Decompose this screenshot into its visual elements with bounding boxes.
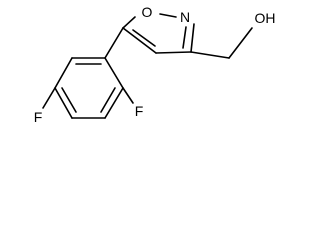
double-bond-inner xyxy=(61,87,77,113)
bond xyxy=(42,87,56,109)
bond xyxy=(104,57,124,89)
isoxazole-ring xyxy=(122,13,195,54)
hydroxyl-label: OH xyxy=(255,10,276,26)
bond xyxy=(104,87,124,119)
double-bond-inner xyxy=(100,87,116,113)
bond xyxy=(54,87,73,119)
bond xyxy=(122,27,157,54)
bond xyxy=(54,57,73,89)
bond xyxy=(190,23,195,53)
bond xyxy=(104,27,124,59)
fluorine-para-label: F xyxy=(34,109,43,125)
double-bond-inner xyxy=(132,29,156,47)
bond xyxy=(122,16,136,29)
bond xyxy=(228,27,253,59)
double-bond-inner xyxy=(182,26,187,49)
bond xyxy=(155,51,192,54)
structure-drawing: O N OH F F xyxy=(34,4,276,125)
benzene-ring xyxy=(54,57,124,119)
molecule-diagram: O N OH F F xyxy=(34,4,276,125)
bond xyxy=(159,13,177,18)
ring-oxygen-label: O xyxy=(142,4,153,20)
bond xyxy=(122,87,134,104)
ring-nitrogen-label: N xyxy=(180,9,190,25)
bond xyxy=(190,51,230,59)
fluorine-ortho-label: F xyxy=(135,103,144,119)
